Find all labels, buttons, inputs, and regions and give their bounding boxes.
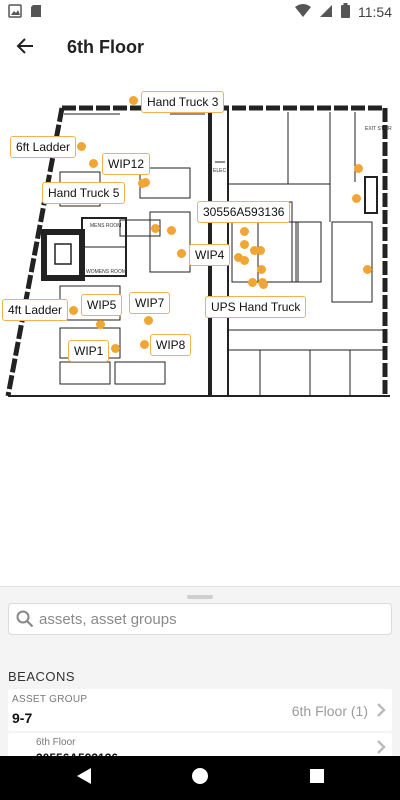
marker-wip8[interactable]: WIP8 [150, 334, 192, 356]
marker-wip7[interactable]: WIP7 [129, 292, 171, 314]
beacon-dot[interactable] [151, 224, 160, 233]
marker-wip1[interactable]: WIP1 [68, 340, 110, 362]
marker-wip5[interactable]: WIP5 [81, 294, 123, 316]
drag-handle[interactable] [187, 595, 213, 599]
item-floor: 6th Floor [36, 737, 76, 748]
beacon-dot[interactable] [352, 194, 361, 203]
beacon-dot[interactable] [354, 164, 363, 173]
beacon-dot[interactable] [144, 316, 153, 325]
list-item[interactable]: ASSET GROUP 9-7 6th Floor (1) [8, 689, 392, 731]
chevron-right-icon [375, 739, 387, 760]
beacon-dot[interactable] [248, 278, 257, 287]
beacon-dot[interactable] [129, 96, 138, 105]
item-location: 6th Floor (1) [291, 703, 368, 719]
floor-map[interactable]: ELEC EXIT STAIR MENS ROOM WOMENS ROOM Ha… [0, 72, 400, 588]
status-time: 11:54 [358, 4, 392, 20]
beacon-dot[interactable] [89, 159, 98, 168]
status-bar: 11:54 [0, 0, 400, 24]
beacon-dot[interactable] [96, 320, 105, 329]
system-nav-bar [0, 756, 400, 800]
beacon-dot[interactable] [250, 246, 259, 255]
section-beacons-label: BEACONS [8, 669, 76, 684]
exit-stair-label: EXIT STAIR [365, 126, 392, 132]
marker-hand-truck-3[interactable]: Hand Truck 3 [141, 91, 225, 113]
beacon-dot[interactable] [256, 246, 265, 255]
beacon-dot[interactable] [234, 253, 243, 262]
beacon-dot[interactable] [77, 142, 86, 151]
nav-home-button[interactable] [188, 766, 212, 790]
gallery-icon [8, 4, 22, 21]
arrow-back-icon [16, 37, 34, 60]
marker-4ft-ladder[interactable]: 4ft Ladder [2, 299, 69, 321]
nav-recents-icon [309, 768, 325, 789]
beacon-dot[interactable] [259, 280, 268, 289]
beacon-dot[interactable] [240, 256, 249, 265]
beacon-dot[interactable] [257, 265, 266, 274]
beacon-dot[interactable] [363, 265, 372, 274]
search-icon [16, 610, 34, 633]
marker-30556a593136[interactable]: 30556A593136 [197, 201, 291, 223]
beacon-dot[interactable] [177, 249, 186, 258]
search-bar[interactable] [8, 603, 392, 635]
nav-recents-button[interactable] [305, 766, 329, 790]
beacon-dot[interactable] [240, 227, 249, 236]
beacon-dot[interactable] [167, 226, 176, 235]
back-button[interactable] [10, 32, 40, 64]
search-input[interactable] [39, 604, 379, 634]
item-name: 9-7 [12, 710, 33, 726]
page-title: 6th Floor [67, 37, 144, 57]
beacon-dot[interactable] [111, 344, 120, 353]
signal-icon [319, 4, 333, 21]
app-bar: 6th Floor [0, 24, 400, 72]
nav-back-button[interactable] [72, 766, 96, 790]
item-type: ASSET GROUP [12, 694, 88, 705]
bottom-sheet[interactable]: BEACONS ASSET GROUP 9-7 6th Floor (1) 6t… [0, 586, 400, 765]
marker-wip4[interactable]: WIP4 [189, 244, 231, 266]
beacon-dot[interactable] [240, 240, 249, 249]
marker-ups-hand-truck[interactable]: UPS Hand Truck [205, 296, 307, 318]
nav-home-icon [191, 767, 209, 790]
floor-plan: ELEC EXIT STAIR MENS ROOM WOMENS ROOM [5, 105, 392, 397]
wifi-icon [295, 3, 311, 21]
beacon-dot[interactable] [141, 178, 150, 187]
battery-icon [341, 3, 350, 21]
chevron-right-icon [375, 702, 387, 723]
beacon-dot[interactable] [140, 340, 149, 349]
elec-label: ELEC [213, 168, 226, 174]
womens-room-label: WOMENS ROOM [86, 269, 126, 275]
nav-back-icon [76, 767, 92, 790]
sd-card-icon [30, 4, 42, 21]
marker-hand-truck-5[interactable]: Hand Truck 5 [42, 182, 126, 204]
marker-6ft-ladder[interactable]: 6ft Ladder [10, 136, 77, 158]
beacon-dot[interactable] [69, 306, 78, 315]
marker-wip12[interactable]: WIP12 [102, 153, 151, 175]
mens-room-label: MENS ROOM [90, 223, 121, 229]
